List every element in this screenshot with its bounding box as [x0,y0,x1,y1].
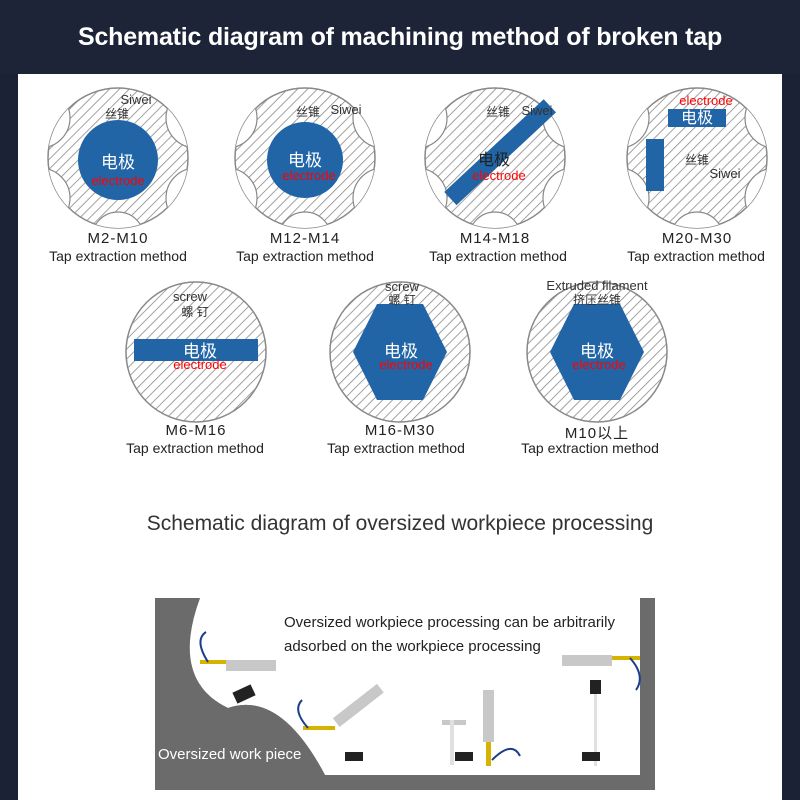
tap-label-en: Siwei [330,102,361,117]
electrode-shape [353,304,447,400]
screw-label-cn: 螺 钉 [388,293,415,307]
size-label: M6-M16 [165,422,227,439]
machine-head [562,655,641,766]
size-label: M14-M18 [459,230,531,247]
electrode-shape [668,109,726,127]
electrode-en-label: electrode [173,357,226,372]
method-label: Tap extraction method [327,440,465,456]
method-label: Tap extraction method [521,440,659,456]
electrode-cn-label: 电极 [478,151,510,169]
electrode-shape [550,304,644,400]
tap-label-cn: 丝锥 [105,107,129,121]
tap-diagram-m10-up [526,281,668,423]
machine-head [199,631,276,704]
tap-label-en: Siwei [120,92,151,107]
size-label: M12-M14 [269,230,341,247]
screw-label-en: screw [173,289,208,304]
workpiece-note: Oversized workpiece processing can be ar… [284,614,615,655]
electrode-shape [646,139,664,191]
electrode-en-label: electrode [572,357,625,372]
electrode-shape [78,120,158,200]
workpiece-illustration [155,598,655,790]
title-bar: Schematic diagram of machining method of… [0,0,800,74]
method-label: Tap extraction method [429,248,567,264]
tap-label-en: Siwei [709,166,740,181]
method-label: Tap extraction method [126,440,264,456]
electrode-cn-label: 电极 [580,342,614,361]
method-label: Tap extraction method [49,248,187,264]
electrode-en-label: electrode [91,173,144,188]
tap-diagram-m16-m30 [329,281,471,423]
machine-head [442,690,521,766]
electrode-shape [444,99,556,206]
size-label: M20-M30 [661,230,733,247]
tap-diagram-m20-m30 [626,87,768,229]
tap-label-cn: 丝锥 [486,105,510,119]
electrode-cn-label: 电极 [288,151,322,170]
filament-label-en: Extruded filament [546,278,648,293]
electrode-en-label: electrode [472,168,525,183]
tap-label-cn: 丝锥 [685,153,709,167]
method-label: Tap extraction method [627,248,765,264]
electrode-shape [134,339,258,361]
electrode-cn-label: 电极 [681,109,713,127]
size-label: M10以上 [564,425,630,442]
filament-label-cn: 挤压丝锥 [573,292,621,307]
method-label: Tap extraction method [236,248,374,264]
electrode-en-label: electrode [679,93,732,108]
electrode-shape [267,122,343,198]
screw-label-en: screw [385,279,420,294]
tap-label-en: Siwei [521,103,552,118]
page-title: Schematic diagram of machining method of… [77,22,723,51]
electrode-cn-label: 电极 [384,342,418,361]
size-label: M2-M10 [87,230,149,247]
electrode-cn-label: 电极 [101,153,135,172]
section-subtitle: Schematic diagram of oversized workpiece… [146,512,654,535]
electrode-en-label: electrode [379,357,432,372]
tap-diagram-m2-m10 [47,87,189,229]
tap-diagram-m6-m16 [125,281,267,423]
electrode-en-label: electrode [282,168,335,183]
tap-label-cn: 丝锥 [296,105,320,119]
size-label: M16-M30 [364,422,436,439]
workpiece-label: Oversized work piece [158,746,302,763]
screw-label-cn: 螺 钉 [181,305,208,319]
machine-head [297,683,384,761]
electrode-cn-label: 电极 [183,342,217,361]
